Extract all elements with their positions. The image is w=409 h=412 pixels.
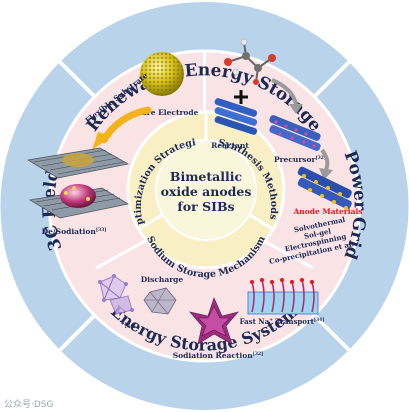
sodiation-flower [189, 297, 239, 345]
grey-arrow-2-head [319, 168, 333, 180]
outer-ring-dividers [58, 60, 351, 352]
center-title-line1: Bimetallic [170, 169, 243, 184]
plus-sign [234, 90, 248, 104]
anode-materials-label: Anode Materials [292, 207, 362, 216]
yellow-arrow-head [92, 132, 112, 150]
center-disk [155, 139, 257, 241]
fast-transport-block [247, 278, 319, 315]
na-label: +Na [121, 321, 136, 330]
center-title-line2: oxide anodes [161, 184, 252, 199]
grey-arrow-1 [271, 78, 298, 105]
center-title: Bimetallic oxide anodes for SIBs [161, 169, 252, 214]
fast-transport-label: Fast Na+ Transport[34] [240, 317, 325, 326]
reactant-rods [214, 98, 258, 135]
precursor-label: Precursor[32] [274, 155, 326, 164]
substrate-mesh-upper [26, 147, 130, 179]
reactant-molecule [224, 38, 276, 85]
bare-electrode-texture [140, 52, 184, 96]
center-title-line3: for SIBs [177, 199, 234, 214]
substrate-mesh-lower [28, 184, 130, 219]
precursor-rods [269, 115, 321, 151]
mechanism-panel: +Na Discharge Fast Na+ Transport[34] [98, 274, 324, 360]
discharge-label: Discharge [141, 275, 184, 284]
watermark: 公众号·DSG [4, 400, 54, 410]
sodiation-reaction-label: Sodiation Reaction[32] [173, 351, 263, 360]
reactant-label: Reactant [211, 141, 249, 150]
bare-electrode-label: Bare Electrode [136, 108, 199, 117]
crystal-structure [98, 274, 134, 315]
middle-ring-dividers [138, 112, 274, 231]
grey-arrow-2 [320, 148, 330, 171]
de-sodiation-label: De/Sodiation[33] [42, 227, 107, 236]
anode-rods [297, 166, 352, 210]
discharge-cluster [143, 287, 177, 315]
grey-arrow-1-head [289, 104, 303, 114]
